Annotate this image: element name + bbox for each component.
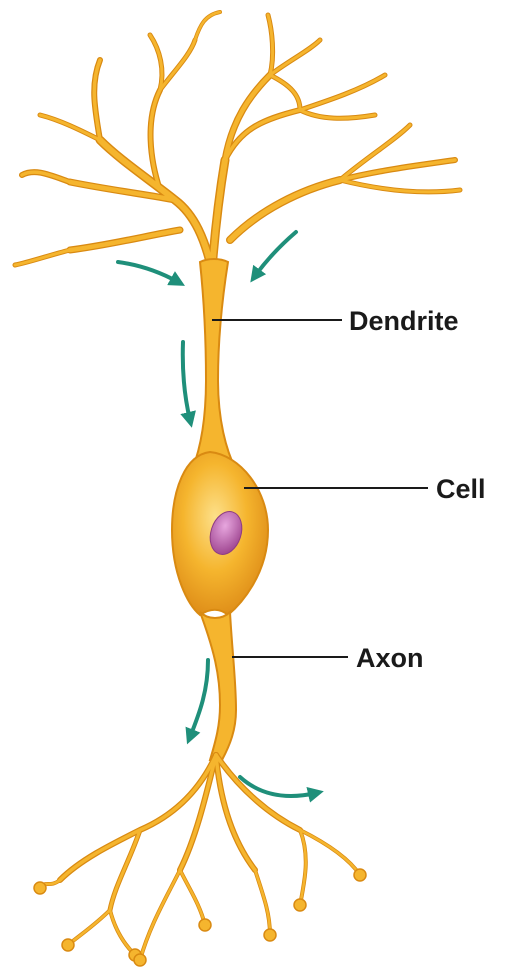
bulb-icon [134,954,146,966]
curved-arrow-icon [183,342,190,420]
bulb-icon [62,939,74,951]
bulb-icon [264,929,276,941]
bulb-icon [34,882,46,894]
bulb-icon [199,919,211,931]
curved-arrow-icon [118,262,178,282]
axon-label: Axon [356,643,424,673]
curved-arrow-icon [255,232,296,276]
dendrite-label: Dendrite [349,306,459,336]
dendrite-branches [15,12,460,270]
curved-arrow-icon [190,660,208,737]
bulb-icon [354,869,366,881]
axon-terminals [34,755,366,966]
neuron-body [172,259,268,760]
dendrite-trunk [192,259,236,470]
cell-label: Cell [436,474,486,504]
bulb-icon [294,899,306,911]
